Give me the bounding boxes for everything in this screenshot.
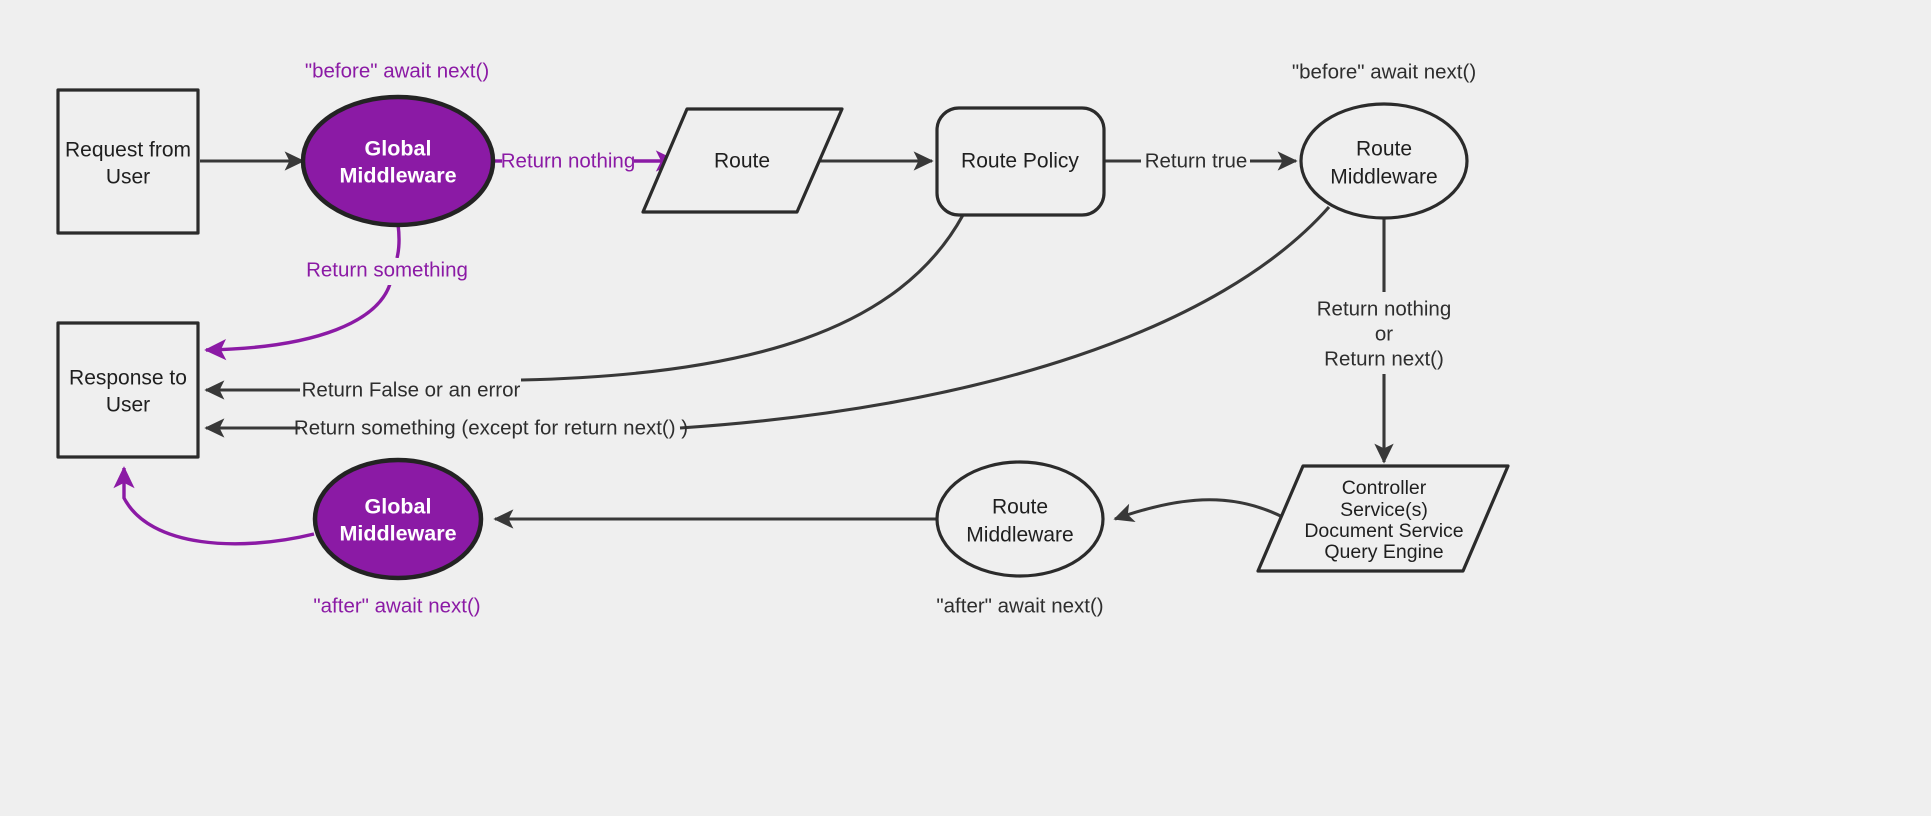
edge-label-return-nothing: Return nothing	[501, 148, 635, 175]
annotation-before-route-middleware: "before" await next()	[1292, 60, 1476, 83]
route-label: Route	[714, 150, 770, 173]
controller-services-label-line1: Controller	[1342, 477, 1427, 499]
edge-global-middleware-after-to-response	[113, 466, 315, 546]
global-middleware-before-shape	[300, 94, 496, 228]
route-policy-shape	[935, 106, 1106, 217]
edge-label-return-nothing-or-next: Return nothing or Return next()	[1310, 293, 1460, 373]
node-route-policy[interactable]: Route Policy	[935, 106, 1106, 217]
global-middleware-after-label-line1: Global	[365, 495, 432, 519]
global-middleware-before-label-line2: Middleware	[339, 164, 456, 188]
response-to-user-label-line2: User	[106, 394, 150, 417]
edge-label-return-false-or-error: Return False or an error	[302, 377, 521, 404]
edge-label-return-something-except-text: Return something (except for return next…	[294, 416, 688, 439]
controller-services-label-line3: Document Service	[1304, 520, 1463, 542]
edge-global-middleware-to-response-1	[395, 223, 401, 259]
request-from-user-shape	[56, 88, 200, 235]
node-global-middleware-after[interactable]: Global Middleware	[312, 457, 484, 581]
node-route-middleware-before[interactable]: Route Middleware	[1299, 102, 1469, 220]
route-middleware-before-label-line2: Middleware	[1330, 166, 1437, 189]
edge-global-middleware-to-response-2	[204, 283, 392, 361]
response-to-user-shape	[56, 321, 200, 459]
node-response-to-user[interactable]: Response to User	[56, 321, 200, 459]
route-middleware-after-shape	[935, 460, 1105, 578]
node-controller-services[interactable]: Controller Service(s) Document Service Q…	[1256, 464, 1510, 573]
node-route-middleware-after[interactable]: Route Middleware	[935, 460, 1105, 578]
edge-label-return-nothing-or-next-line2: or	[1375, 322, 1393, 345]
response-to-user-label-line1: Response to	[69, 367, 187, 390]
edge-label-return-nothing-or-next-line1: Return nothing	[1317, 297, 1451, 320]
route-middleware-before-label-line1: Route	[1356, 138, 1412, 161]
node-global-middleware-before[interactable]: Global Middleware	[300, 94, 496, 228]
route-middleware-after-label-line1: Route	[992, 496, 1048, 519]
global-middleware-after-label-line2: Middleware	[339, 522, 456, 546]
node-request-from-user[interactable]: Request from User	[56, 88, 200, 235]
controller-services-label-line2: Service(s)	[1340, 499, 1428, 521]
node-route[interactable]: Route	[641, 107, 844, 214]
controller-services-shape	[1256, 464, 1510, 573]
edge-label-return-nothing-or-next-line3: Return next()	[1324, 347, 1444, 370]
edge-label-return-nothing-text: Return nothing	[501, 149, 635, 172]
route-middleware-before-shape	[1299, 102, 1469, 220]
edge-controller-to-route-middleware-after	[1113, 498, 1301, 529]
request-from-user-label-line1: Request from	[65, 139, 191, 162]
edge-label-return-something-top-text: Return something	[306, 258, 468, 281]
edge-route-middleware-to-response-1	[679, 205, 1331, 430]
edge-label-return-something-except: Return something (except for return next…	[294, 415, 688, 442]
route-middleware-after-label-line2: Middleware	[966, 524, 1073, 547]
edge-label-return-false-or-error-text: Return False or an error	[302, 378, 521, 401]
route-shape	[641, 107, 844, 214]
request-from-user-label-line2: User	[106, 166, 150, 189]
controller-services-label-line4: Query Engine	[1324, 541, 1443, 563]
global-middleware-after-shape	[312, 457, 484, 581]
edge-label-return-something-top: Return something	[306, 258, 468, 285]
annotation-after-global-middleware: "after" await next()	[313, 594, 480, 617]
edge-route-policy-to-response-1	[520, 214, 965, 382]
annotation-after-route-middleware: "after" await next()	[936, 594, 1103, 617]
edge-label-return-true: Return true	[1141, 148, 1250, 175]
global-middleware-before-label-line1: Global	[365, 137, 432, 161]
route-policy-label: Route Policy	[961, 150, 1079, 173]
annotation-before-global-middleware: "before" await next()	[305, 59, 489, 82]
edge-label-return-true-text: Return true	[1145, 149, 1248, 172]
